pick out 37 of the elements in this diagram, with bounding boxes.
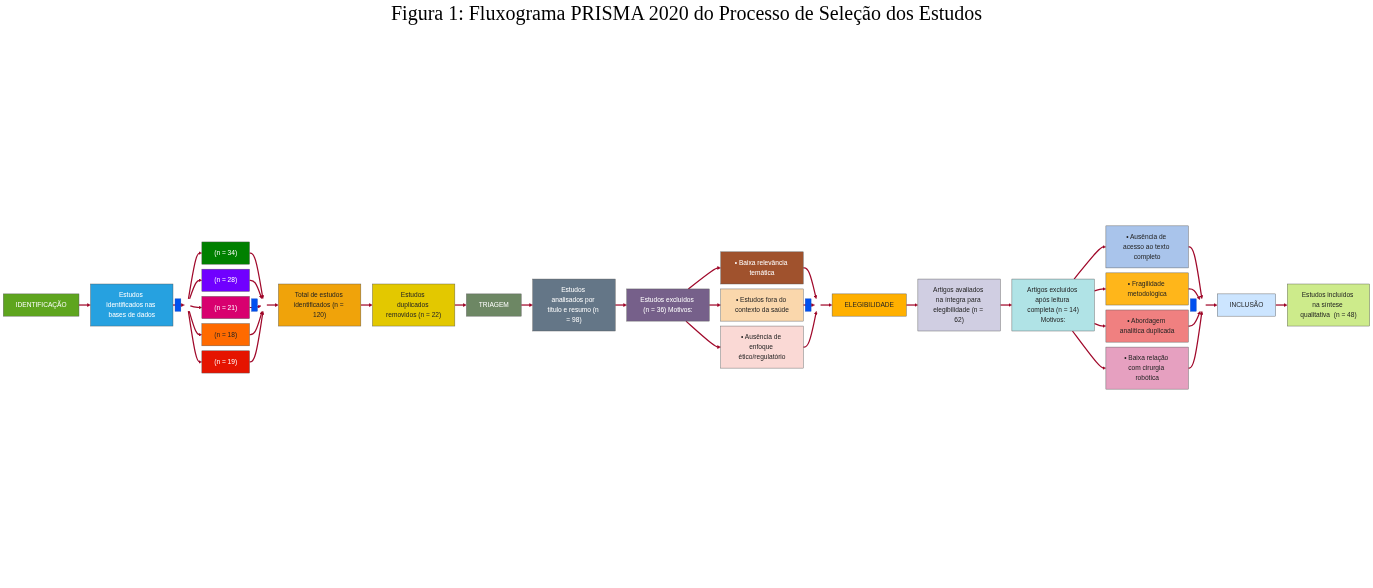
arrow bbox=[1093, 287, 1107, 292]
arrow bbox=[1071, 330, 1107, 370]
node-bar bbox=[251, 298, 258, 312]
arrow bbox=[1275, 303, 1288, 307]
arrow bbox=[802, 267, 818, 299]
arrow bbox=[1187, 311, 1201, 327]
arrow bbox=[614, 303, 627, 307]
arrow bbox=[248, 252, 265, 299]
arrow bbox=[1187, 246, 1204, 299]
arrow bbox=[520, 303, 533, 307]
arrow bbox=[187, 251, 202, 300]
arrow bbox=[188, 278, 202, 300]
arrow bbox=[1073, 245, 1107, 280]
arrow bbox=[1187, 311, 1204, 369]
arrow bbox=[78, 303, 91, 307]
arrow bbox=[248, 311, 265, 363]
node-bar bbox=[174, 298, 182, 312]
arrow bbox=[189, 305, 202, 310]
arrow bbox=[685, 320, 721, 349]
node-bar bbox=[1190, 298, 1197, 312]
arrow bbox=[905, 303, 919, 307]
arrow bbox=[1093, 322, 1107, 328]
arrow bbox=[1187, 288, 1201, 300]
arrow bbox=[687, 266, 721, 290]
arrow bbox=[454, 303, 467, 307]
arrow bbox=[819, 303, 833, 307]
arrow bbox=[708, 303, 721, 307]
arrow bbox=[187, 310, 202, 364]
node-bar bbox=[805, 298, 812, 312]
figure-title: Figura 1: Fluxograma PRISMA 2020 do Processo de Seleção dos Estudos bbox=[390, 2, 983, 25]
arrow bbox=[999, 303, 1013, 307]
arrow bbox=[802, 311, 818, 348]
arrow bbox=[360, 303, 373, 307]
arrow bbox=[1205, 303, 1218, 307]
arrow bbox=[248, 311, 263, 336]
arrow bbox=[248, 279, 263, 299]
arrow bbox=[188, 310, 202, 337]
